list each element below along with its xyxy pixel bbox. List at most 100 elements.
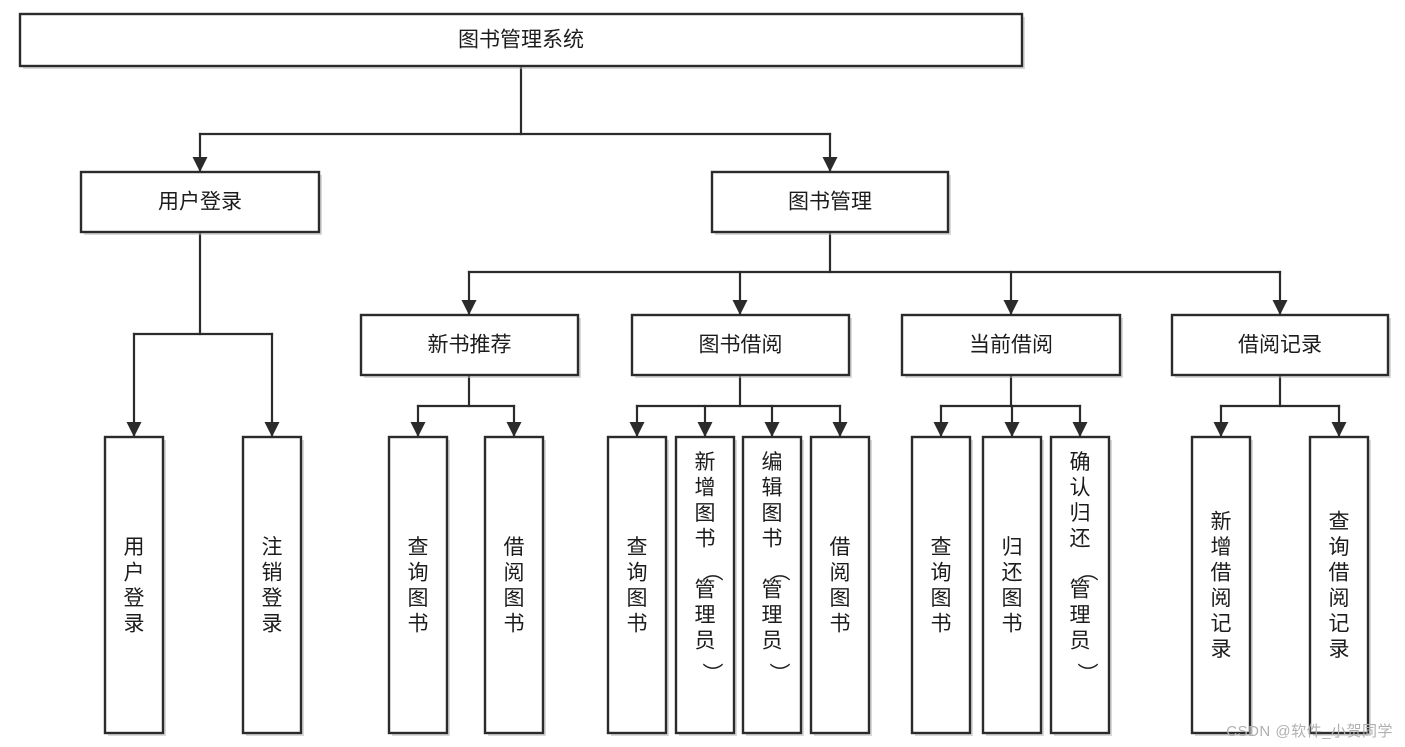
node-label: 借阅记录 bbox=[1238, 334, 1322, 357]
node-label-char: （ bbox=[700, 561, 723, 582]
node-label-char: 注 bbox=[262, 536, 283, 559]
node-label-char: ） bbox=[1075, 663, 1098, 684]
node-label-char: 书 bbox=[830, 613, 851, 636]
node-rect[interactable] bbox=[606, 435, 668, 735]
node-label-char: 书 bbox=[931, 613, 952, 636]
node-label-char: 录 bbox=[1329, 638, 1350, 661]
node-label-char: 用 bbox=[124, 536, 145, 559]
node-label-char: 查 bbox=[931, 536, 952, 559]
node-label-char: 书 bbox=[627, 613, 648, 636]
node-rect[interactable] bbox=[241, 435, 303, 735]
node-label-char: 图 bbox=[830, 587, 851, 610]
node-label-char: 图 bbox=[1002, 587, 1023, 610]
node-rect[interactable] bbox=[103, 435, 165, 735]
node-rect[interactable] bbox=[981, 435, 1043, 735]
node-rect[interactable] bbox=[1049, 435, 1111, 735]
node-rect[interactable] bbox=[630, 313, 851, 377]
node-rect[interactable] bbox=[900, 313, 1122, 377]
node-label-char: 理 bbox=[695, 604, 716, 627]
node-label-char: 图 bbox=[408, 587, 429, 610]
connector-group-bookborrow-to-leaves bbox=[629, 373, 848, 438]
connector-arrow-icon bbox=[1213, 422, 1229, 437]
node-label-char: 新 bbox=[695, 451, 716, 474]
node-label-char: 查 bbox=[627, 536, 648, 559]
node-label-char: 户 bbox=[124, 562, 145, 585]
node-label-char: 员 bbox=[762, 630, 783, 653]
node-rect[interactable] bbox=[387, 435, 449, 735]
node-rect[interactable] bbox=[483, 435, 545, 735]
connector-arrow-icon bbox=[1272, 300, 1288, 315]
node-rect[interactable] bbox=[809, 435, 871, 735]
node-rect[interactable] bbox=[741, 435, 803, 735]
connector-arrow-icon bbox=[732, 300, 748, 315]
node-rect[interactable] bbox=[359, 313, 580, 377]
node-new-book-rec[interactable]: 新书推荐 bbox=[359, 313, 581, 378]
connector-group-bookmanage-to-level3 bbox=[461, 230, 1288, 316]
node-label-char: 编 bbox=[762, 451, 783, 474]
node-label-char: 录 bbox=[124, 613, 145, 636]
connector-arrow-icon bbox=[1072, 422, 1088, 437]
node-label-char: 确 bbox=[1070, 451, 1091, 474]
node-root[interactable]: 图书管理系统 bbox=[18, 12, 1025, 69]
connector-arrow-icon bbox=[461, 300, 477, 315]
connector-arrow-icon bbox=[822, 157, 838, 172]
node-label-char: 阅 bbox=[504, 562, 525, 585]
node-user-login[interactable]: 用户登录 bbox=[79, 170, 322, 235]
connector-arrow-icon bbox=[629, 422, 645, 437]
node-label-char: 借 bbox=[1211, 562, 1232, 585]
node-borrow-record[interactable]: 借阅记录 bbox=[1170, 313, 1391, 378]
node-rect[interactable] bbox=[18, 12, 1024, 68]
node-label-char: 还 bbox=[1070, 528, 1091, 551]
node-label-char: 增 bbox=[695, 477, 716, 500]
node-label-char: 记 bbox=[1211, 613, 1232, 636]
node-rect[interactable] bbox=[674, 435, 736, 735]
node-label: 图书管理 bbox=[788, 191, 872, 214]
node-rect[interactable] bbox=[1190, 435, 1252, 735]
node-rect[interactable] bbox=[79, 170, 321, 234]
node-label-char: 登 bbox=[262, 587, 283, 610]
node-label-char: 图 bbox=[931, 587, 952, 610]
node-rect[interactable] bbox=[1308, 435, 1370, 735]
node-rect[interactable] bbox=[1170, 313, 1390, 377]
node-label-char: 查 bbox=[1329, 511, 1350, 534]
node-label-char: 记 bbox=[1329, 613, 1350, 636]
node-label-char: 录 bbox=[1211, 638, 1232, 661]
connector-arrow-icon bbox=[192, 157, 208, 172]
node-layer: 图书管理系统用户登录图书管理新书推荐图书借阅当前借阅借阅记录用户登录注销登录查询… bbox=[18, 12, 1391, 736]
node-current-borrow[interactable]: 当前借阅 bbox=[900, 313, 1123, 378]
node-rect[interactable] bbox=[910, 435, 972, 735]
node-label-char: ） bbox=[767, 663, 790, 684]
connector-arrow-icon bbox=[697, 422, 713, 437]
node-rect[interactable] bbox=[710, 170, 950, 234]
node-book-manage[interactable]: 图书管理 bbox=[710, 170, 951, 235]
node-book-borrow[interactable]: 图书借阅 bbox=[630, 313, 852, 378]
node-leaf-user-login[interactable]: 用户登录 bbox=[103, 435, 166, 736]
connector-group-currentborrow-to-leaves bbox=[933, 373, 1088, 438]
connector-arrow-icon bbox=[933, 422, 949, 437]
node-label-char: 员 bbox=[1070, 630, 1091, 653]
node-label-char: 辑 bbox=[762, 477, 783, 500]
connector-arrow-icon bbox=[126, 422, 142, 437]
node-label: 图书管理系统 bbox=[458, 29, 584, 52]
connector-group-userlogin-to-leaves bbox=[126, 230, 280, 438]
node-label-char: 归 bbox=[1002, 536, 1023, 559]
